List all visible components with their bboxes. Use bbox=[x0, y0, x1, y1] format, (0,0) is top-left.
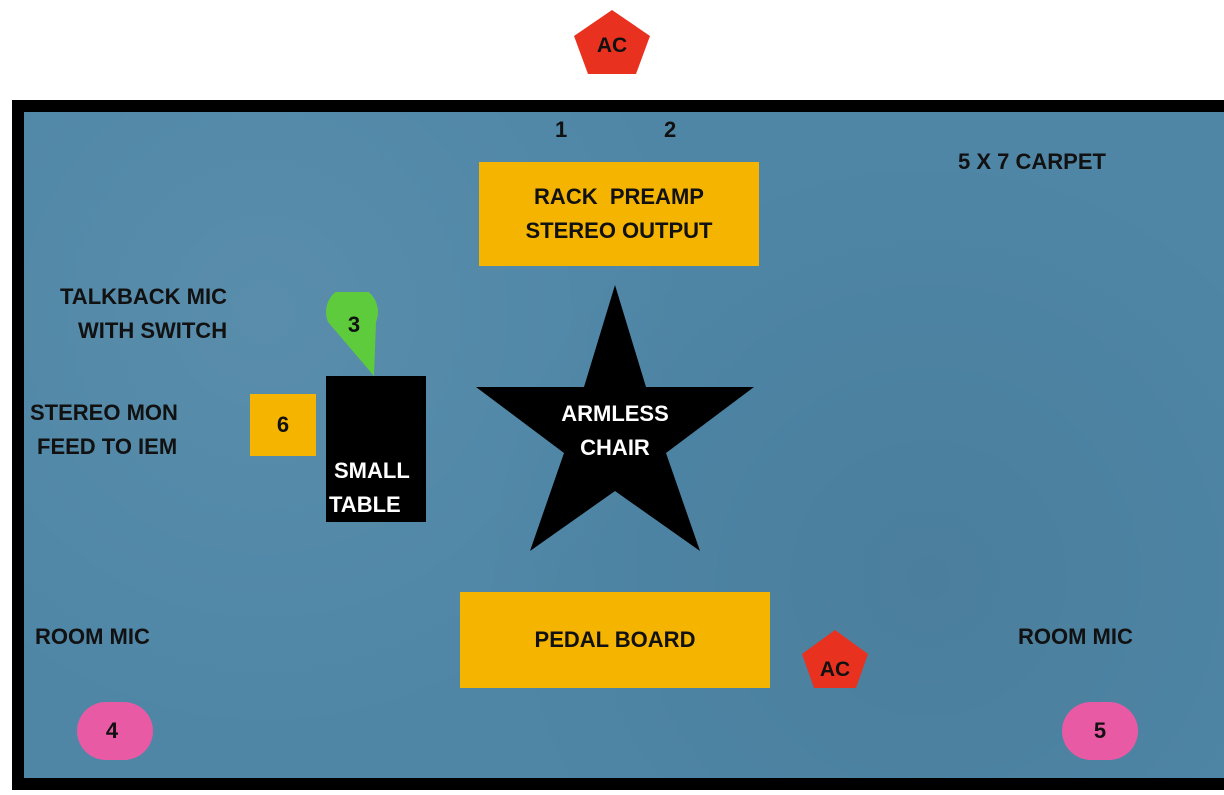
rack-preamp-line1: RACK PREAMP bbox=[534, 184, 704, 209]
ac-outlet-bottom-icon: AC bbox=[802, 630, 868, 688]
stereo-monitor-box: 6 bbox=[250, 394, 316, 456]
room-mic-right-number: 5 bbox=[1093, 718, 1107, 743]
talkback-mic-label-line2: WITH SWITCH bbox=[78, 318, 228, 343]
input-number-2: 2 bbox=[664, 117, 677, 142]
armless-chair-line2: CHAIR bbox=[580, 435, 650, 460]
rack-preamp-line2: STEREO OUTPUT bbox=[525, 218, 713, 243]
room-mic-left-marker: 4 bbox=[77, 702, 153, 760]
room-mic-right-marker: 5 bbox=[1062, 702, 1138, 760]
stereo-monitor-number: 6 bbox=[276, 412, 290, 437]
talkback-mic-label-line1: TALKBACK MIC bbox=[60, 284, 228, 309]
talkback-mic-marker-icon: 3 bbox=[326, 292, 378, 376]
rack-preamp-box: RACK PREAMP STEREO OUTPUT bbox=[479, 162, 759, 266]
talkback-mic-marker-shape bbox=[326, 292, 378, 376]
ac-outlet-top-icon: AC bbox=[574, 10, 650, 74]
room-mic-left-number: 4 bbox=[105, 718, 119, 743]
input-number-1: 1 bbox=[555, 117, 568, 142]
pedal-board-box: PEDAL BOARD bbox=[460, 592, 770, 688]
ac-outlet-bottom-shape bbox=[802, 630, 868, 688]
talkback-mic-number: 3 bbox=[348, 312, 360, 337]
stereo-monitor-label-line2: FEED TO IEM bbox=[37, 434, 178, 459]
small-table-line2: TABLE bbox=[329, 492, 401, 517]
ac-outlet-top-label: AC bbox=[597, 34, 627, 57]
carpet-size-label: 5 X 7 CARPET bbox=[958, 149, 1106, 174]
armless-chair-star-icon: ARMLESS CHAIR bbox=[476, 285, 754, 551]
small-table-line1: SMALL bbox=[334, 458, 410, 483]
pedal-board-label: PEDAL BOARD bbox=[534, 627, 696, 652]
ac-outlet-top-shape bbox=[574, 10, 650, 74]
armless-chair-line1: ARMLESS bbox=[561, 401, 669, 426]
small-table: SMALL TABLE bbox=[326, 376, 426, 522]
room-mic-left-label: ROOM MIC bbox=[35, 624, 150, 649]
armless-chair-shape bbox=[476, 285, 754, 551]
stereo-monitor-label-line1: STEREO MON bbox=[30, 400, 178, 425]
ac-outlet-bottom-label: AC bbox=[820, 658, 850, 681]
room-mic-right-label: ROOM MIC bbox=[1018, 624, 1133, 649]
